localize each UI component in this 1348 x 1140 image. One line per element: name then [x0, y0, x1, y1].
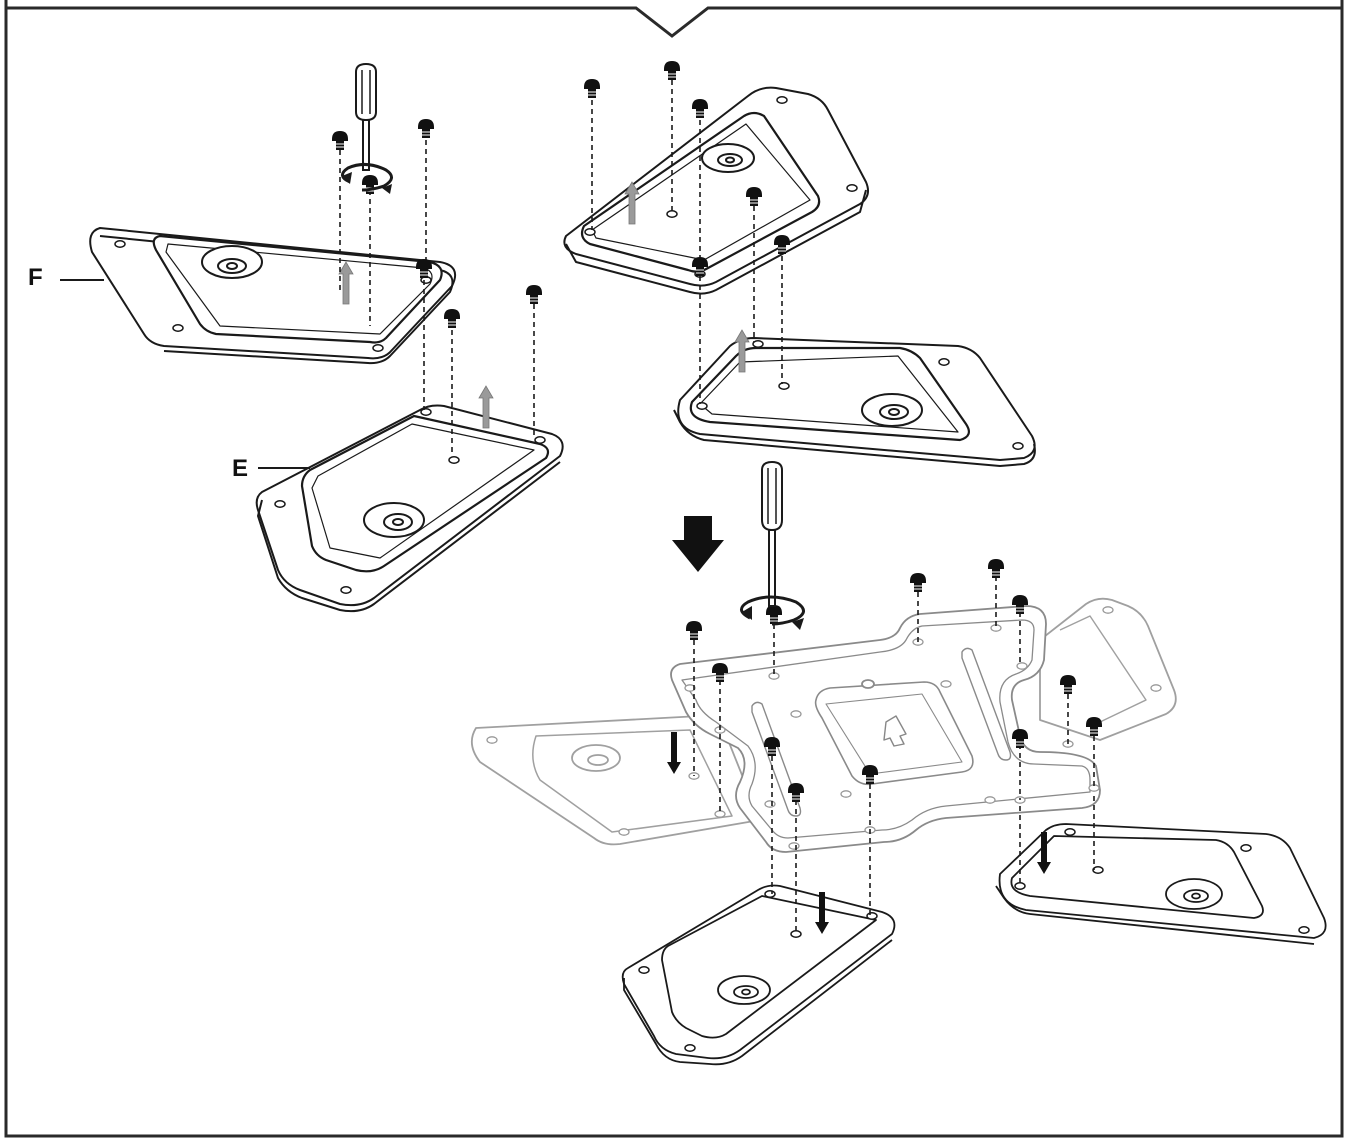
plate-upper-right-a — [563, 86, 869, 295]
screw-icon — [331, 130, 349, 151]
plate-f — [89, 227, 456, 365]
screw-icon — [663, 60, 681, 81]
screw-icon — [443, 308, 461, 329]
rotate-arrow-icon — [740, 595, 805, 630]
panel-frame — [4, 0, 1344, 1138]
assembly-plate-left — [470, 715, 761, 846]
plate-e — [255, 404, 564, 613]
assembly-arrow-icon — [672, 516, 724, 572]
rotate-arrow-icon — [341, 163, 393, 194]
screwdriver-icon — [355, 62, 377, 171]
screw-icon — [765, 604, 783, 625]
assembly-plate-bottom — [621, 884, 896, 1066]
screw-icon — [691, 98, 709, 119]
screw-icon — [583, 78, 601, 99]
bottom-screws — [685, 558, 1103, 934]
screw-icon — [685, 620, 703, 641]
screw-icon — [417, 118, 435, 139]
part-e-label: E — [232, 455, 249, 482]
part-f-label: F — [28, 264, 43, 291]
center-bracket — [670, 605, 1101, 853]
screw-icon — [909, 572, 927, 593]
assembly-plate-right-rear — [1039, 597, 1177, 741]
screw-icon — [525, 284, 543, 305]
screw-icon — [987, 558, 1005, 579]
assembly-plate-right — [995, 823, 1327, 945]
left-screws — [331, 118, 543, 456]
screwdriver-icon — [761, 460, 783, 607]
top-right-screws — [583, 60, 791, 404]
plate-upper-right-b — [673, 337, 1036, 467]
